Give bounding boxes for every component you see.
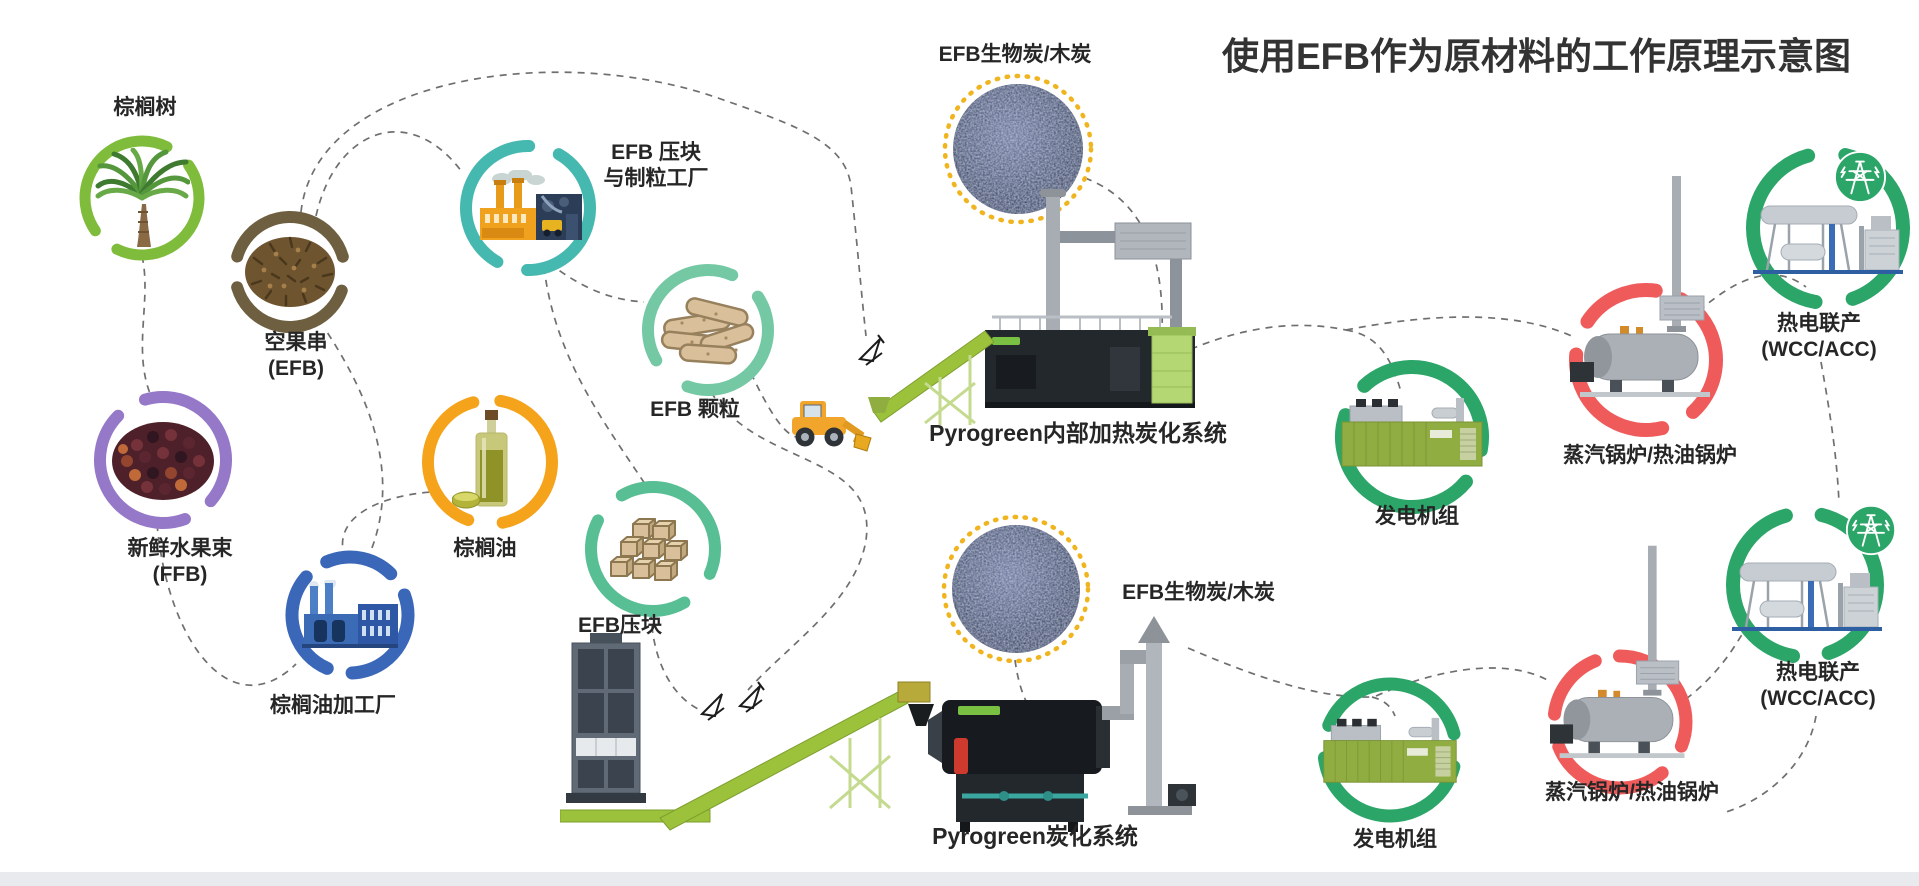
efb-bunch-icon (245, 236, 335, 307)
efb-briquettes-ring (585, 481, 721, 617)
node-label-efb-briquettes: EFB压块 (578, 614, 662, 637)
dashed-connector (141, 255, 152, 397)
wheel-loader-icon (792, 401, 872, 452)
efb-briquettes-icon (610, 518, 688, 581)
dashed-connector (341, 491, 433, 559)
dashed-connector (1698, 274, 1807, 312)
dashed-connector (710, 391, 868, 691)
biochar-bottom-node (941, 514, 1091, 664)
dashed-connector (1685, 625, 1748, 700)
node-label-efb-pellets: EFB 颗粒 (650, 398, 740, 421)
genset-top-ring (1335, 360, 1489, 514)
node-label-efb-bunch: 空果串 (EFB) (264, 331, 328, 380)
power-tower-icon (1833, 150, 1887, 204)
biochar-top-node (942, 73, 1094, 225)
node-label-boiler-bottom: 蒸汽锅炉/热油锅炉 (1545, 781, 1719, 804)
wind-doodle-icon (857, 334, 885, 366)
dashed-connector (1371, 696, 1396, 717)
mill-factory-icon (302, 580, 398, 648)
node-label-biochar-bottom: EFB生物炭/木炭 (1122, 581, 1275, 604)
briquette-plant-factory-icon (480, 170, 582, 240)
chp-top-ring (1746, 146, 1910, 310)
efb-bunch-ring (229, 211, 351, 333)
generator-icon (1323, 717, 1457, 783)
palm-oil-ring (422, 394, 558, 530)
pyrogreen-system-icon (560, 616, 1196, 832)
node-label-pyrogreen-internal: Pyrogreen内部加热炭化系统 (929, 420, 1227, 446)
node-label-briquette-pellet-plant: EFB 压块 与制粒工厂 (603, 141, 709, 190)
ffb-icon (112, 422, 214, 500)
node-label-biochar-top: EFB生物炭/木炭 (938, 43, 1092, 66)
node-label-pyrogreen-system: Pyrogreen炭化系统 (932, 823, 1138, 849)
node-label-ffb: 新鲜水果束 (FFB) (127, 537, 233, 586)
node-label-genset-bottom: 发电机组 (1353, 828, 1437, 851)
pyrogreen-internal-system-icon (792, 189, 1196, 452)
node-label-chp-top: 热电联产 (WCC/ACC) (1761, 312, 1877, 361)
dashed-connector (300, 71, 867, 337)
efb-pellets-ring (642, 264, 774, 396)
footer-strip (0, 872, 1919, 886)
node-label-palm-oil-mill: 棕榈油加工厂 (270, 694, 396, 717)
chp-plant-icon (1732, 562, 1882, 631)
palm-oil-bottle-icon (452, 410, 508, 509)
boiler-icon (1570, 176, 1710, 397)
dashed-connector (750, 372, 798, 438)
efb-pellets-icon (660, 297, 755, 365)
wind-doodle-icon (699, 693, 725, 721)
palm-tree-icon (95, 148, 190, 247)
dashed-connector (650, 612, 701, 711)
ffb-ring (94, 391, 232, 529)
wind-doodle-icon (737, 681, 765, 713)
generator-icon (1341, 398, 1483, 467)
boiler-icon (1550, 545, 1685, 759)
palm-oil-mill-ring (285, 550, 415, 680)
palm-tree-ring (79, 135, 205, 261)
dashed-connector (1345, 316, 1577, 339)
diagram-title: 使用EFB作为原材料的工作原理示意图 (1222, 36, 1851, 77)
dashed-connector (1820, 361, 1840, 504)
power-tower-icon (1845, 504, 1897, 556)
node-label-boiler-top: 蒸汽锅炉/热油锅炉 (1563, 444, 1737, 467)
dashed-connector (548, 262, 645, 303)
node-label-palm-tree: 棕榈树 (113, 96, 177, 119)
dashed-connector (156, 523, 297, 687)
dashed-connector (1166, 324, 1347, 361)
node-label-palm-oil: 棕榈油 (453, 537, 517, 560)
boiler-bottom-ring (1547, 649, 1693, 795)
dashed-connector (315, 131, 463, 217)
chp-plant-icon (1753, 205, 1903, 274)
dashed-connector (1725, 715, 1817, 813)
node-label-genset-top: 发电机组 (1375, 505, 1459, 528)
node-label-chp-bottom: 热电联产 (WCC/ACC) (1760, 661, 1876, 710)
